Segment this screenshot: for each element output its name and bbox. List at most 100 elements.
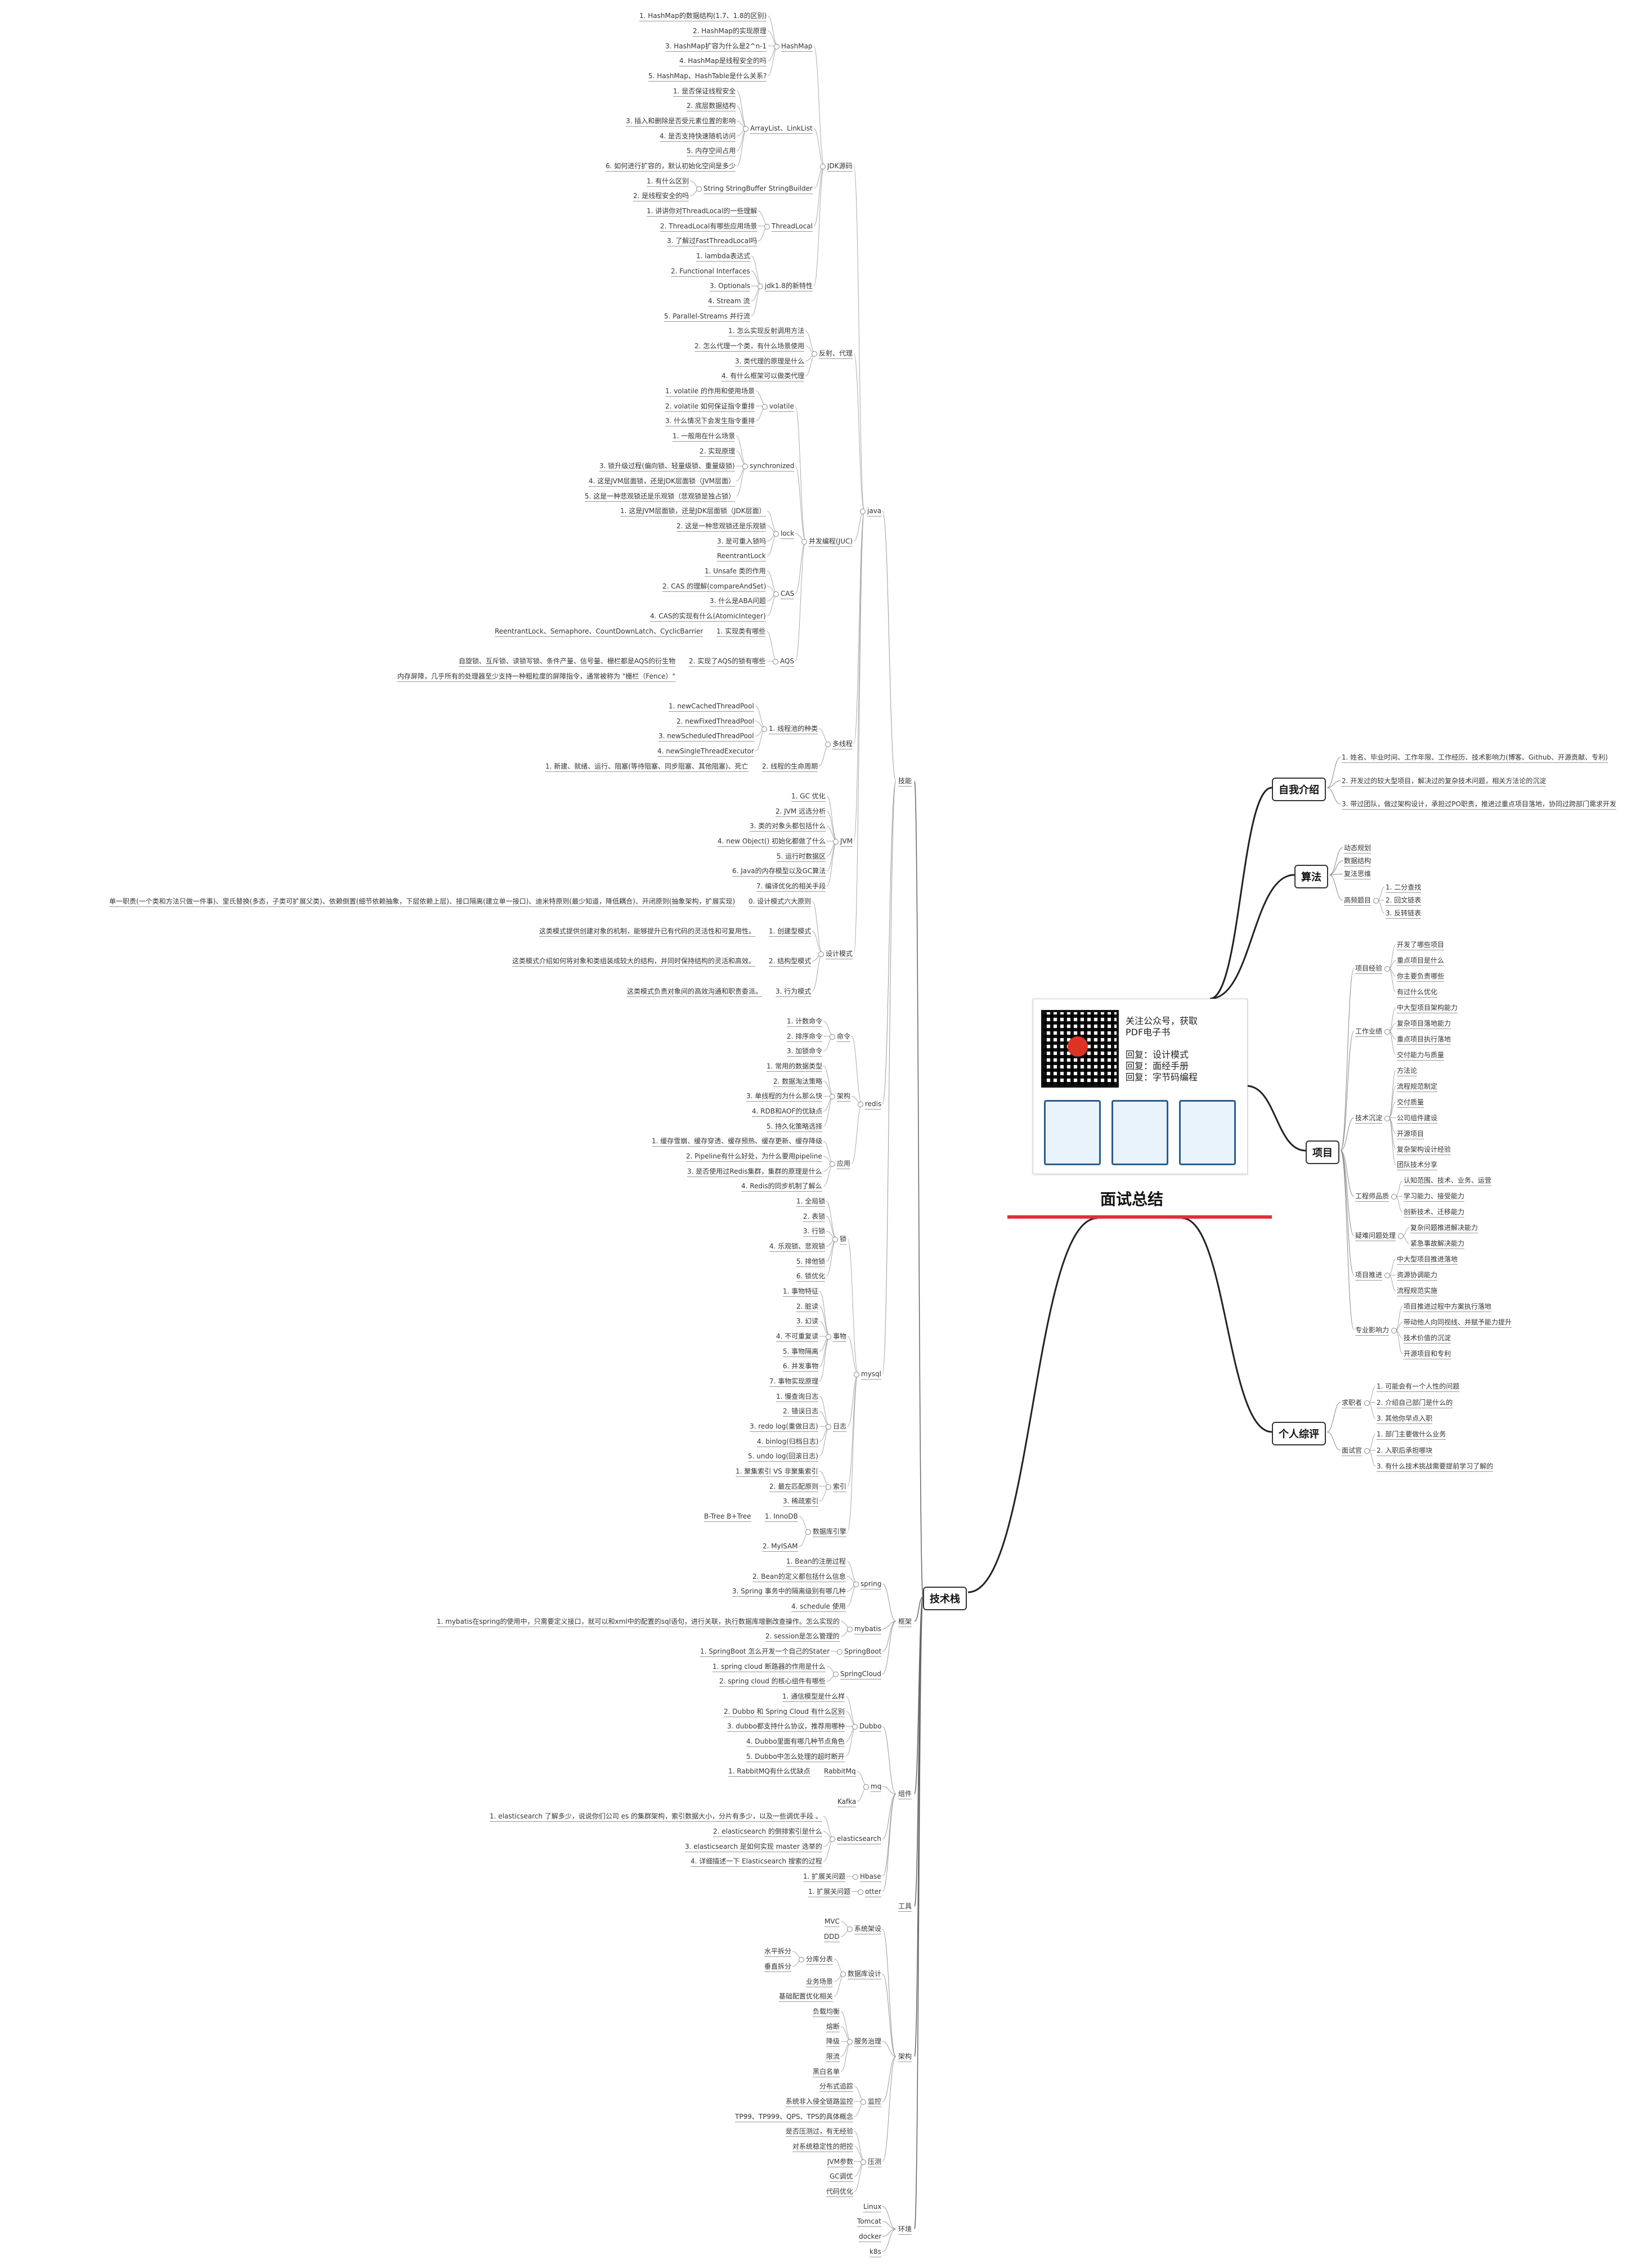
collapse-dot-icon[interactable] [1364, 1448, 1370, 1454]
collapse-dot-icon[interactable] [1398, 1233, 1404, 1239]
node-underline [732, 876, 826, 877]
leaf-5: 5. 内存空间占用 [687, 147, 736, 155]
collapse-dot-icon[interactable] [742, 464, 748, 470]
collapse-dot-icon[interactable] [1391, 1328, 1397, 1334]
connector [1329, 847, 1343, 875]
branch-string-stringbuffer-stringbuilder: String StringBuffer StringBuilder [703, 185, 813, 192]
collapse-dot-icon[interactable] [1384, 1115, 1390, 1121]
hub-project[interactable]: 项目 [1306, 1140, 1339, 1164]
leaf-2: 2. 这是一种悲观锁还是乐观锁 [676, 522, 767, 530]
node-underline [495, 636, 703, 637]
collapse-dot-icon[interactable] [696, 186, 702, 192]
collapse-dot-icon[interactable] [825, 741, 831, 747]
node-underline [796, 1326, 818, 1327]
node-underline [705, 576, 766, 577]
collapse-dot-icon[interactable] [847, 2039, 853, 2045]
node-underline [713, 1836, 822, 1837]
collapse-dot-icon[interactable] [833, 839, 839, 845]
collapse-dot-icon[interactable] [820, 164, 826, 169]
collapse-dot-icon[interactable] [826, 1424, 831, 1430]
node-underline [700, 1656, 830, 1657]
collapse-dot-icon[interactable] [858, 1889, 863, 1895]
collapse-dot-icon[interactable] [764, 223, 770, 230]
branch-node: 索引 [833, 1482, 847, 1490]
collapse-dot-icon[interactable] [863, 1784, 869, 1790]
branch-node: 组件 [898, 1790, 912, 1798]
collapse-dot-icon[interactable] [837, 1649, 842, 1655]
collapse-dot-icon[interactable] [818, 951, 824, 957]
node-underline [803, 1236, 825, 1237]
collapse-dot-icon[interactable] [830, 1094, 835, 1100]
leaf-k8s: k8s [869, 2247, 881, 2256]
collapse-dot-icon[interactable] [847, 1926, 853, 1933]
leaf-rabbitmq: RabbitMq [824, 1767, 856, 1776]
node-underline [861, 1378, 881, 1380]
collapse-dot-icon[interactable] [860, 509, 866, 515]
hub-self-intro[interactable]: 自我介绍 [1272, 778, 1326, 801]
collapse-dot-icon[interactable] [840, 1971, 846, 1978]
connector [1340, 1150, 1355, 1236]
collapse-dot-icon[interactable] [830, 1034, 835, 1040]
node-underline [735, 366, 804, 367]
collapse-dot-icon[interactable] [762, 403, 768, 410]
leaf-4-schedule: 4. schedule 使用 [791, 1602, 846, 1610]
node-underline [787, 1056, 822, 1057]
leaf-1-innodb: 1. InnoDB [765, 1512, 798, 1520]
hub-algorithm[interactable]: 算法 [1294, 865, 1328, 888]
collapse-dot-icon[interactable] [853, 1582, 859, 1587]
collapse-dot-icon[interactable] [761, 726, 767, 732]
node-underline [1397, 996, 1437, 998]
collapse-dot-icon[interactable] [1384, 965, 1390, 972]
collapse-dot-icon[interactable] [743, 126, 748, 132]
collapse-dot-icon[interactable] [801, 538, 807, 545]
branch-node: 技能 [898, 777, 912, 785]
leaf-node: 中大型项目架构能力 [1397, 1003, 1458, 1012]
leaf-4-redis: 4. Redis的同步机制了解么 [741, 1182, 822, 1191]
leaf-2: 2. 错误日志 [783, 1407, 819, 1416]
collapse-dot-icon[interactable] [826, 1484, 831, 1490]
collapse-dot-icon[interactable] [830, 1161, 835, 1167]
collapse-dot-icon[interactable] [860, 2159, 866, 2165]
leaf-4-new-object: 4. new Object() 初始化都做了什么 [718, 837, 826, 845]
collapse-dot-icon[interactable] [805, 1529, 811, 1535]
collapse-dot-icon[interactable] [1384, 1029, 1390, 1035]
branch-node: 设计模式 [826, 950, 853, 958]
leaf-gc: GC调优 [830, 2172, 853, 2181]
collapse-dot-icon[interactable] [853, 1874, 858, 1880]
collapse-dot-icon[interactable] [826, 1334, 831, 1340]
collapse-dot-icon[interactable] [860, 2099, 866, 2105]
collapse-dot-icon[interactable] [812, 351, 817, 357]
node-underline [750, 1431, 818, 1432]
collapse-dot-icon[interactable] [773, 591, 779, 597]
node-underline [748, 1461, 818, 1462]
connector [812, 953, 823, 992]
collapse-dot-icon[interactable] [1364, 1400, 1370, 1406]
collapse-dot-icon[interactable] [774, 43, 779, 50]
collapse-dot-icon[interactable] [758, 284, 763, 290]
collapse-dot-icon[interactable] [773, 531, 779, 537]
leaf-2: 2. 是线程安全的吗 [633, 192, 689, 200]
collapse-dot-icon[interactable] [1384, 1273, 1390, 1279]
node-underline [748, 906, 811, 907]
collapse-dot-icon[interactable] [1373, 898, 1379, 904]
collapse-dot-icon[interactable] [847, 1627, 853, 1632]
collapse-dot-icon[interactable] [833, 1672, 839, 1677]
hub-tech-stack[interactable]: 技术栈 [923, 1587, 967, 1610]
collapse-dot-icon[interactable] [854, 1371, 859, 1377]
collapse-dot-icon[interactable] [799, 1956, 804, 1962]
collapse-dot-icon[interactable] [852, 1724, 858, 1730]
collapse-dot-icon[interactable] [1391, 1194, 1397, 1200]
hub-personal-review[interactable]: 个人综评 [1272, 1422, 1326, 1445]
connector [882, 2056, 897, 2162]
leaf-note: 这类模式负责对象间的高效沟通和职责委派。 [627, 987, 763, 995]
node-underline [490, 1821, 822, 1822]
collapse-dot-icon[interactable] [773, 659, 778, 664]
node-underline [746, 1746, 845, 1747]
collapse-dot-icon[interactable] [858, 1101, 863, 1107]
node-underline [1397, 1264, 1458, 1265]
node-underline [898, 2234, 912, 2235]
node-underline [796, 1281, 825, 1282]
node-underline [717, 546, 766, 547]
collapse-dot-icon[interactable] [830, 1836, 835, 1843]
collapse-dot-icon[interactable] [832, 1236, 838, 1242]
